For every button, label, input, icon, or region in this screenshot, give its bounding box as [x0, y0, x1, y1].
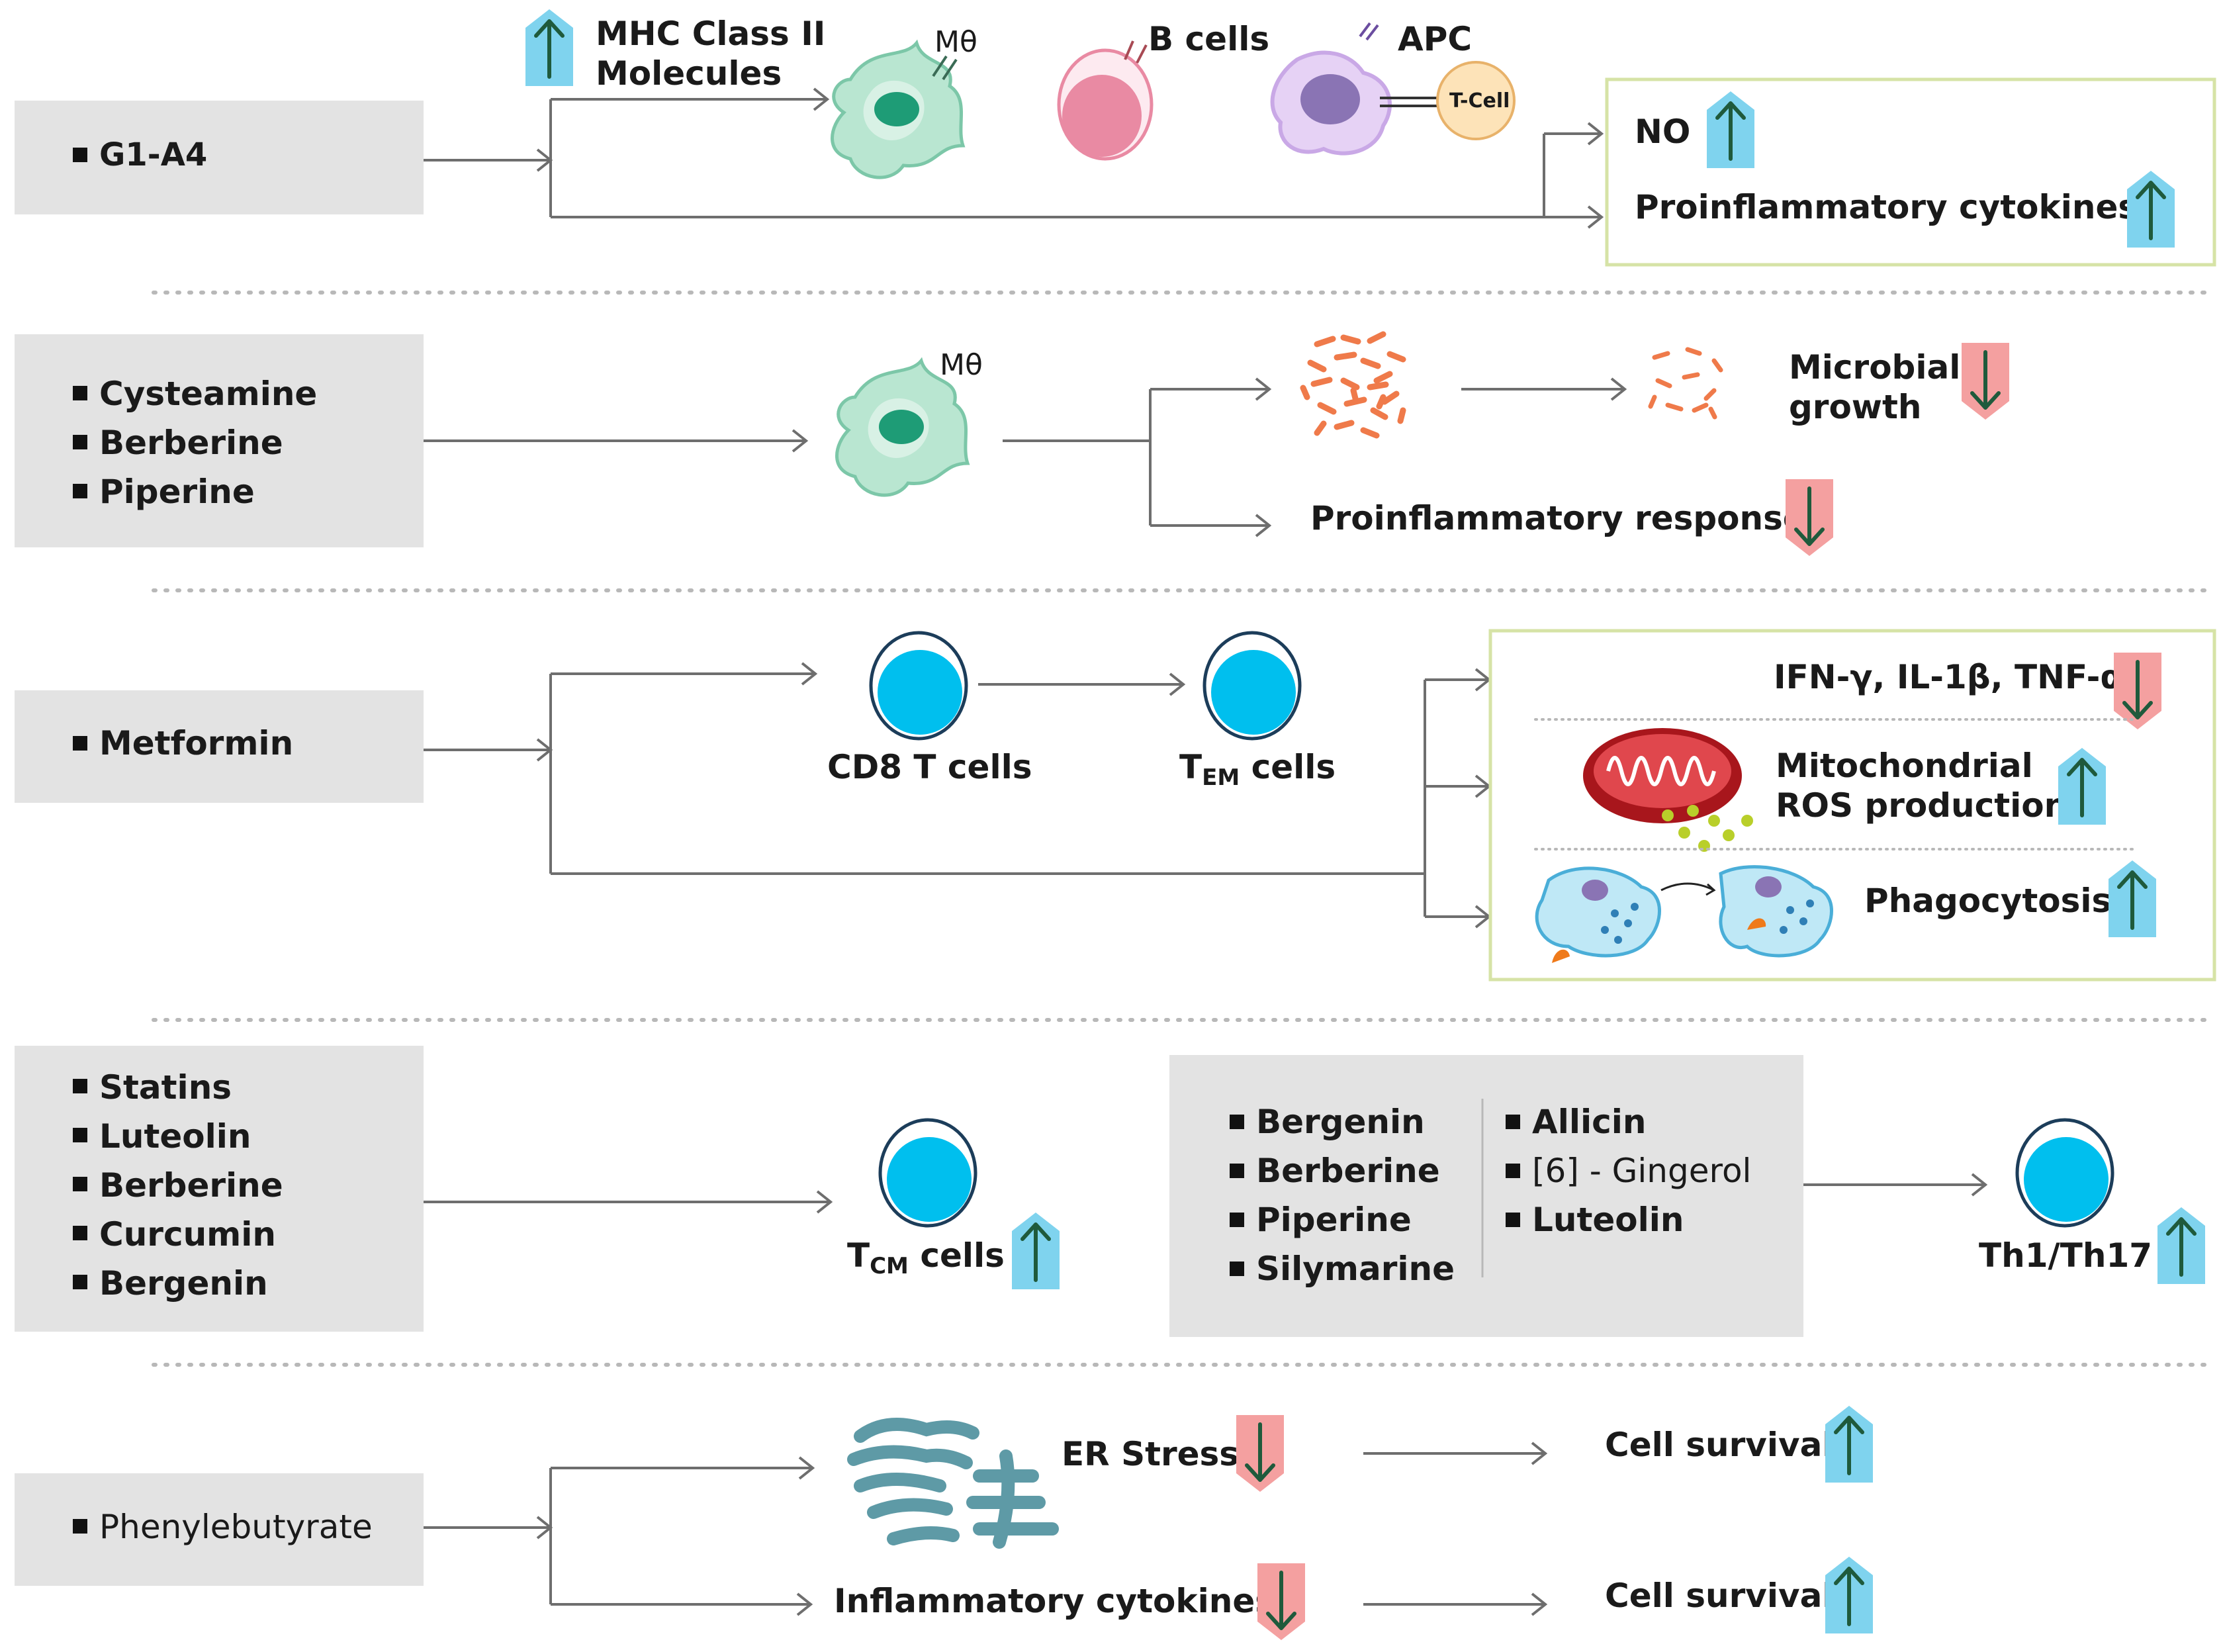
bullet-icon: [73, 386, 87, 400]
up-arrow-icon: [2157, 1207, 2205, 1284]
phagocytosis-label: Phagocytosis: [1864, 882, 2111, 920]
th-label: Th1/Th17: [1979, 1236, 2152, 1275]
tcm-label: TCM cells: [847, 1236, 1005, 1279]
drug-label: Statins: [99, 1068, 232, 1107]
drug-label: Metformin: [99, 724, 293, 762]
down-arrow-icon: [1786, 479, 1833, 556]
cytokines-label: Proinflammatory cytokines: [1635, 188, 2138, 226]
bullet-icon: [1230, 1115, 1244, 1129]
tem-label: TEM cells: [1179, 748, 1336, 791]
mito-label-line1: Mitochondrial: [1776, 747, 2033, 785]
bullet-icon: [73, 1275, 87, 1289]
t-cell-label: T-Cell: [1449, 89, 1510, 113]
outcome-box-g1a4: [1605, 77, 2216, 267]
b-cell-icon: [1057, 40, 1154, 161]
compound-label: Piperine: [1256, 1201, 1412, 1239]
bullet-icon: [73, 736, 87, 751]
mito-label-line2: ROS production: [1776, 786, 2067, 825]
mitochondrion-icon: [1583, 728, 1753, 852]
compound-label: Bergenin: [1256, 1103, 1425, 1141]
outcome-connector: [1424, 678, 1489, 918]
drug-label: Bergenin: [99, 1264, 268, 1303]
bullet-icon: [1230, 1164, 1244, 1178]
b-cells-label: B cells: [1148, 20, 1269, 58]
drug-label: Curcumin: [99, 1215, 276, 1254]
er-stress-label: ER Stress: [1062, 1435, 1239, 1473]
mhc-label-line2: Molecules: [596, 54, 782, 93]
th-cell-icon: [2017, 1120, 2112, 1226]
microbial-label-line2: growth: [1789, 388, 1922, 426]
microbial-label-line1: Microbial: [1789, 348, 1960, 387]
drug-label: G1-A4: [99, 136, 207, 173]
inflammatory-cytokines-label: Inflammatory cytokines: [834, 1582, 1275, 1620]
phagocyte-after-icon: [1719, 865, 1833, 958]
bullet-icon: [1506, 1164, 1520, 1178]
compound-label: Allicin: [1532, 1103, 1647, 1141]
sparse-bacteria-icon: [1648, 347, 1723, 420]
phagocyte-before-icon: [1535, 866, 1661, 963]
branch-connector: [549, 98, 1602, 218]
bullet-icon: [73, 1177, 87, 1191]
down-arrow-icon: [1962, 343, 2009, 420]
no-label: NO: [1635, 113, 1690, 151]
compound-box: [1169, 1055, 1803, 1337]
up-arrow-icon: [1012, 1213, 1060, 1289]
down-arrow-icon: [1236, 1415, 1284, 1492]
t-cell-icon: [1436, 61, 1516, 140]
drug-label: Phenylebutyrate: [99, 1508, 373, 1546]
mhc-label-line1: MHC Class II: [596, 15, 825, 53]
branch-connector: [549, 672, 1425, 875]
proinflammatory-response-label: Proinflammatory response: [1310, 499, 1805, 537]
drug-label: Piperine: [99, 473, 255, 511]
cytokines-label: IFN-γ, IL-1β, TNF-α: [1774, 658, 2123, 696]
bullet-icon: [73, 1226, 87, 1240]
compound-label: Berberine: [1256, 1152, 1440, 1190]
bullet-icon: [1506, 1213, 1520, 1227]
bullet-icon: [73, 1519, 87, 1534]
bullet-icon: [73, 484, 87, 498]
drug-label: Berberine: [99, 1166, 283, 1205]
bullet-icon: [1230, 1213, 1244, 1227]
row-phenyl: Phenylebutyrate ER Stress Cell survival …: [15, 1406, 1873, 1640]
drug-label: Luteolin: [99, 1117, 251, 1156]
up-arrow-icon: [1825, 1406, 1873, 1483]
bacteria-cluster-icon: [1300, 331, 1406, 439]
row-cysteamine: Cysteamine Berberine Piperine Mθ Microbi…: [15, 331, 2009, 556]
er-icon: [847, 1418, 1059, 1549]
tem-cell-icon: [1204, 633, 1300, 739]
bullet-icon: [73, 1079, 87, 1093]
bullet-icon: [73, 435, 87, 449]
compound-label: Luteolin: [1532, 1201, 1684, 1239]
compound-label: [6] - Gingerol: [1532, 1152, 1751, 1190]
compound-label: Silymarine: [1256, 1250, 1455, 1288]
outcome-connector: [1543, 132, 1602, 217]
row-g1a4: G1-A4 MHC Class II Molecules Mθ B cells …: [15, 9, 2216, 267]
bullet-icon: [1230, 1262, 1244, 1276]
apc-icon: [1270, 22, 1392, 156]
apc-label: APC: [1398, 20, 1472, 58]
row-metformin: Metformin CD8 T cells TEM cells IFN-γ, I…: [15, 629, 2216, 982]
cd8-label: CD8 T cells: [827, 748, 1032, 786]
bullet-icon: [73, 1128, 87, 1142]
macrophage-label: Mθ: [934, 25, 977, 59]
branch-connector: [1003, 388, 1269, 527]
up-arrow-icon: [525, 9, 573, 86]
up-arrow-icon: [1825, 1557, 1873, 1633]
branch-connector: [549, 1467, 813, 1606]
macrophage-label: Mθ: [940, 348, 983, 382]
cd8-t-cell-icon: [871, 633, 966, 739]
row-statins: Statins Luteolin Berberine Curcumin Berg…: [15, 1046, 2205, 1337]
bullet-icon: [73, 148, 87, 162]
down-arrow-icon: [1257, 1563, 1305, 1640]
drug-label: Cysteamine: [99, 375, 317, 413]
bullet-icon: [1506, 1115, 1520, 1129]
cell-survival-label: Cell survival: [1605, 1426, 1834, 1464]
drug-label: Berberine: [99, 424, 283, 462]
cell-survival-label: Cell survival: [1605, 1577, 1834, 1615]
tcm-cell-icon: [880, 1120, 975, 1226]
